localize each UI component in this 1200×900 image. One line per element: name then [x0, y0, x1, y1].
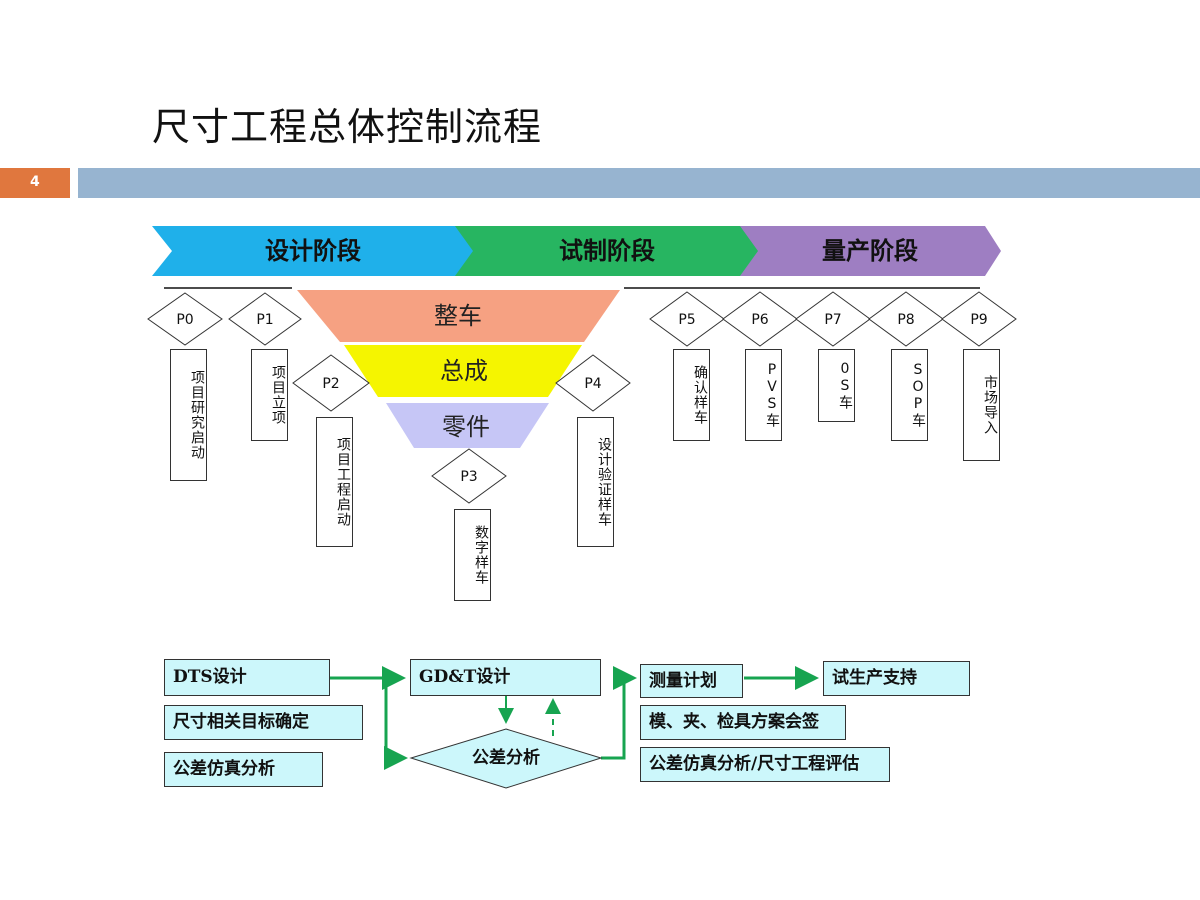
dimension-eval-box: 公差仿真分析/尺寸工程评估 [640, 747, 890, 782]
p4-diamond [555, 354, 631, 412]
p3-label: P3 [460, 469, 477, 485]
p8-label: P8 [897, 312, 914, 328]
title-divider-bar [78, 168, 1200, 198]
p7-desc: 0S车 [818, 349, 855, 422]
p5-label: P5 [678, 312, 695, 328]
p5-diamond [649, 291, 725, 347]
funnel-vehicle [297, 290, 620, 342]
p9-label: P9 [970, 312, 987, 328]
p6-desc: PVS车 [745, 349, 782, 441]
measurement-plan-box: 测量计划 [640, 664, 743, 698]
p7-diamond [795, 291, 871, 347]
p4-label: P4 [584, 376, 601, 392]
p3-diamond [431, 448, 507, 504]
phase-mass-label: 量产阶段 [822, 237, 918, 265]
funnel-assembly-label: 总成 [440, 357, 488, 385]
phase-trial-arrow [455, 226, 760, 276]
p0-desc: 项目研究启动 [170, 349, 207, 481]
p2-diamond [292, 354, 370, 412]
p5-desc: 确认样车 [673, 349, 710, 441]
p9-diamond [941, 291, 1017, 347]
p1-diamond [228, 292, 302, 346]
target-setting-box: 尺寸相关目标确定 [164, 705, 363, 740]
p8-diamond [868, 291, 944, 347]
p1-desc: 项目立项 [251, 349, 288, 441]
gdt-design-box: GD&T设计 [410, 659, 601, 696]
arrow-tolerance-to-measure [601, 666, 637, 760]
page-title: 尺寸工程总体控制流程 [152, 105, 543, 149]
tolerance-sim-box-left: 公差仿真分析 [164, 752, 323, 787]
p1-label: P1 [256, 312, 273, 328]
fixture-signoff-box: 模、夹、检具方案会签 [640, 705, 846, 740]
funnel-part-label: 零件 [442, 413, 490, 441]
trial-production-box: 试生产支持 [823, 661, 970, 696]
p6-label: P6 [751, 312, 768, 328]
tolerance-analysis-label: 公差分析 [472, 747, 540, 768]
p4-desc: 设计验证样车 [577, 417, 614, 547]
funnel-part [386, 403, 549, 448]
tolerance-analysis-diamond [409, 728, 603, 789]
phase-mass-arrow [740, 226, 1001, 276]
p7-label: P7 [824, 312, 841, 328]
phase-design-label: 设计阶段 [265, 237, 361, 265]
p2-label: P2 [322, 376, 339, 392]
funnel-vehicle-label: 整车 [434, 302, 482, 330]
phase-trial-label: 试制阶段 [559, 237, 655, 265]
p8-desc: SOP车 [891, 349, 928, 441]
p3-desc: 数字样车 [454, 509, 491, 601]
p0-diamond [147, 292, 223, 346]
p2-desc: 项目工程启动 [316, 417, 353, 547]
arrow-branch-to-tolerance [384, 678, 408, 770]
slide-number: 4 [0, 168, 70, 198]
p6-diamond [722, 291, 798, 347]
p0-label: P0 [176, 312, 193, 328]
dts-design-box: DTS设计 [164, 659, 330, 696]
funnel-assembly [344, 345, 582, 397]
p9-desc: 市场导入 [963, 349, 1000, 461]
phase-design-arrow [152, 226, 475, 276]
